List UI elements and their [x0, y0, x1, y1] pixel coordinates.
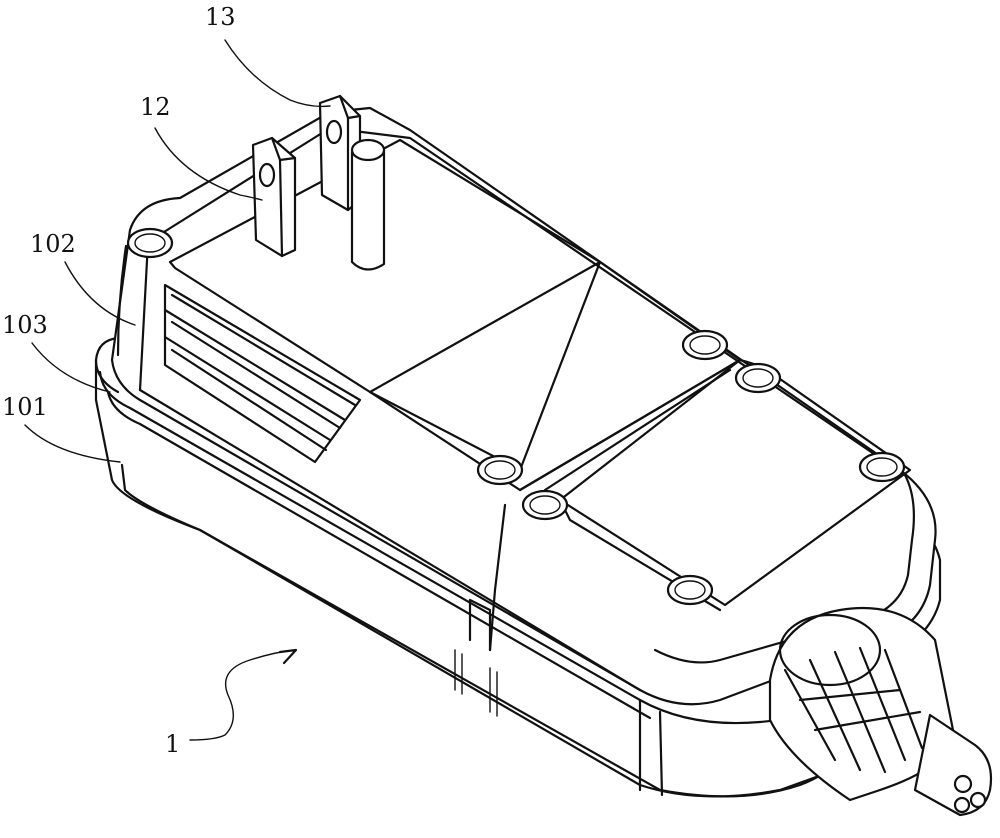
screw-bosses: [126, 227, 906, 606]
side-ribs: [163, 283, 362, 464]
leader-lines: [24, 39, 331, 741]
top-shell: [110, 106, 937, 706]
ground-pin: [350, 138, 386, 271]
label-device: 1: [165, 730, 180, 758]
label-prong-right: 13: [205, 3, 236, 31]
label-seam: 103: [2, 311, 48, 339]
label-top-shell: 102: [30, 230, 76, 258]
prong-right: [318, 94, 362, 212]
prong-left: [251, 136, 297, 258]
label-prong-left: 12: [140, 93, 171, 121]
strain-relief: [768, 606, 993, 817]
label-bottom-shell: 101: [2, 393, 48, 421]
